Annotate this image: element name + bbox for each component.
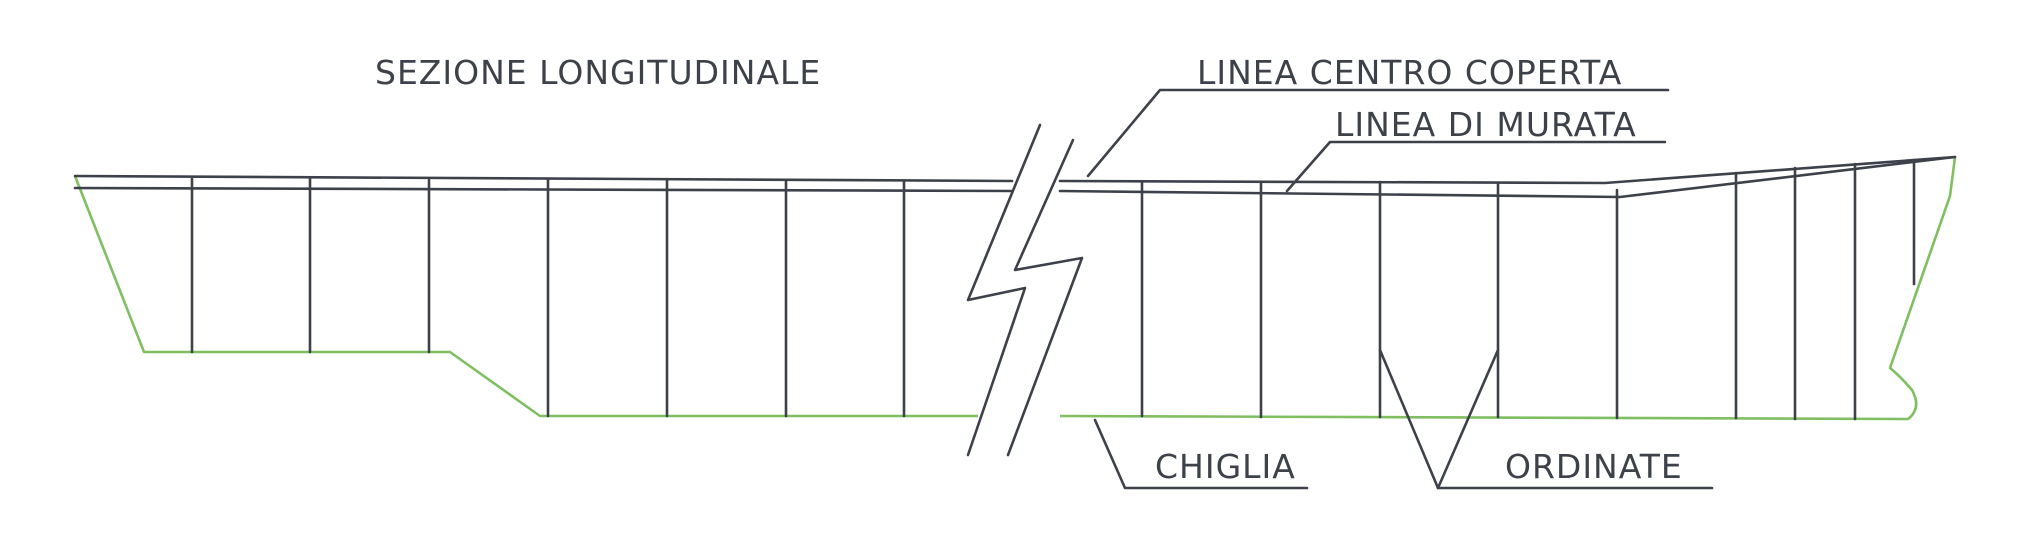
leader-sheer-line: LINEA DI MURATA	[1285, 105, 1667, 193]
label-frames: ORDINATE	[1505, 447, 1683, 486]
break-line-left	[966, 123, 1042, 457]
label-deck-centerline: LINEA CENTRO COPERTA	[1197, 53, 1622, 92]
label-keel: CHIGLIA	[1155, 447, 1296, 486]
break-line-right	[1006, 138, 1084, 457]
leader-deck-centerline: LINEA CENTRO COPERTA	[1086, 53, 1670, 178]
leader-frames: ORDINATE	[1378, 348, 1714, 490]
hull-aft-part	[73, 175, 978, 418]
hull-outline	[73, 156, 1957, 421]
break-symbol	[966, 123, 1084, 457]
deck-centerline-aft	[73, 174, 1014, 183]
hull-fore-part	[1059, 156, 1957, 421]
sheer-line-fore	[1058, 155, 1957, 199]
frames	[190, 158, 1916, 421]
sheer-line-aft	[73, 186, 1014, 193]
diagram-title: SEZIONE LONGITUDINALE	[375, 53, 821, 92]
label-sheer-line: LINEA DI MURATA	[1335, 105, 1637, 144]
deck-centerline-fore	[1058, 155, 1957, 185]
leader-keel: CHIGLIA	[1093, 418, 1309, 490]
deck-lines	[73, 155, 1957, 199]
